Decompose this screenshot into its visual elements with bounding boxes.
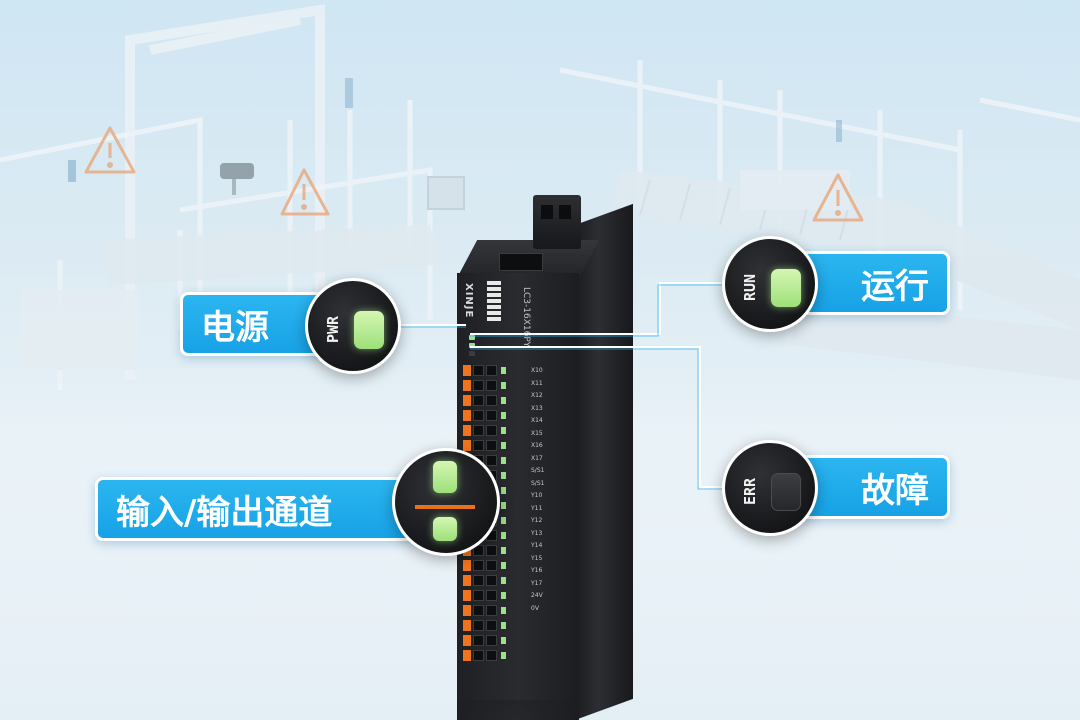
pwr-code: PWR xyxy=(324,315,342,343)
io-divider-bar xyxy=(415,505,475,509)
device-brand: XINJE xyxy=(463,283,474,319)
terminal-label: Y11 xyxy=(531,504,543,512)
pwr-mini-led xyxy=(469,335,475,340)
run-led-icon xyxy=(771,269,801,307)
run-label-text: 运行 xyxy=(861,266,929,307)
terminal-label: Y12 xyxy=(531,517,543,524)
io-label-text: 输入/输出通道 xyxy=(116,492,333,533)
terminal-label: X14 xyxy=(531,417,543,424)
terminal-label: Y17 xyxy=(531,579,543,587)
err-code: ERR xyxy=(741,477,759,505)
error-label-text: 故障 xyxy=(861,470,929,511)
error-indicator-zoom: ERR xyxy=(722,440,818,536)
camera-icon xyxy=(220,163,254,195)
terminal-label: X15 xyxy=(531,429,543,437)
plc-io-module: XINJE LC3-16X16PY xyxy=(455,195,635,720)
terminal-label: Y16 xyxy=(531,567,543,574)
device-model: LC3-16X16PY xyxy=(521,287,531,348)
warning-triangle-icon xyxy=(84,126,136,174)
terminal-label: S/S1 xyxy=(531,479,545,487)
terminal-label: X16 xyxy=(531,442,543,449)
device-reflection xyxy=(457,700,579,720)
output-led-icon xyxy=(433,517,457,541)
io-label: 输入/输出通道 xyxy=(95,477,435,541)
terminal-label: Y13 xyxy=(531,529,543,537)
terminal-label: X11 xyxy=(531,379,543,387)
warning-triangle-icon xyxy=(280,168,330,216)
input-led-icon xyxy=(433,461,457,493)
terminal-label: Y10 xyxy=(531,492,543,499)
run-indicator-zoom: RUN xyxy=(722,236,818,332)
warning-triangle-icon xyxy=(812,173,864,222)
terminal-label: Y15 xyxy=(531,554,543,562)
terminal-labels: X10 X11 X12 X13 X14 X15 X16 X17 S/S1 S/S… xyxy=(531,365,544,615)
dip-switches xyxy=(479,281,507,329)
err-mini-led xyxy=(469,351,475,356)
run-mini-led xyxy=(469,343,475,348)
power-indicator-zoom: PWR xyxy=(305,278,401,374)
pwr-led-icon xyxy=(354,311,384,349)
terminal-label: Y14 xyxy=(531,542,543,549)
terminal-label: X10 xyxy=(531,367,543,374)
run-code: RUN xyxy=(741,273,759,301)
device-connector-block xyxy=(533,195,581,249)
terminal-label: S/S1 xyxy=(531,467,545,474)
terminal-label: 24V xyxy=(531,592,543,599)
io-indicator-zoom xyxy=(392,448,500,556)
terminal-label: X17 xyxy=(531,454,543,462)
ethernet-port xyxy=(499,253,543,271)
terminal-label: X13 xyxy=(531,404,543,412)
device-side-panel xyxy=(575,203,633,720)
err-led-icon xyxy=(771,473,801,511)
power-label-text: 电源 xyxy=(201,307,269,348)
terminal-label: 0V xyxy=(531,604,539,612)
terminal-label: X12 xyxy=(531,392,543,399)
